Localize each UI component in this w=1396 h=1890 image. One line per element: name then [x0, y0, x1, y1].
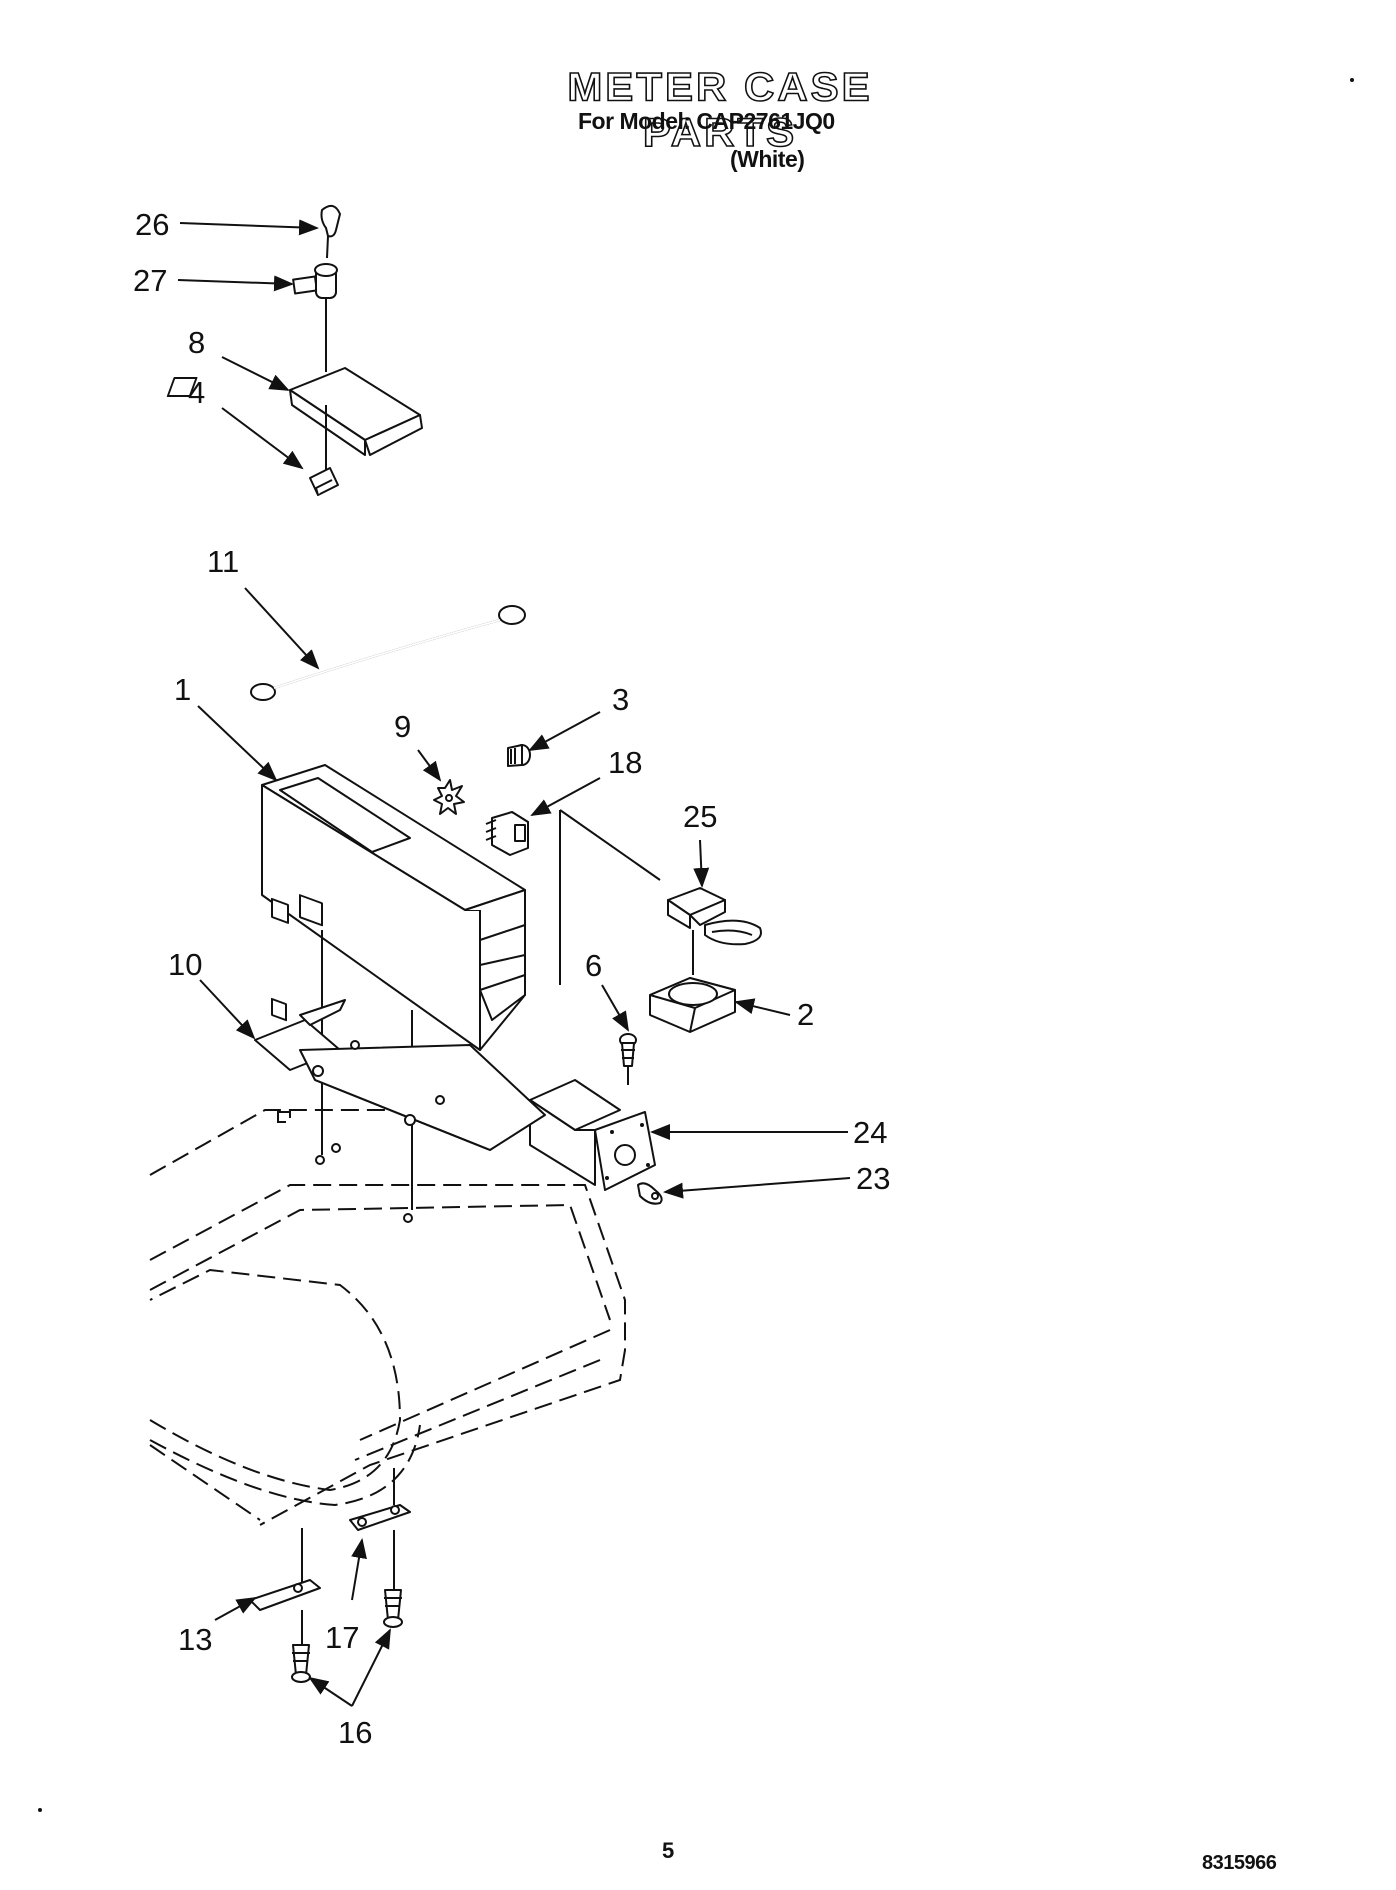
callout-11: 11 — [207, 544, 239, 579]
speck-mark — [1350, 78, 1354, 82]
callout-17: 17 — [325, 1620, 359, 1655]
part-26-lock-cam — [320, 204, 341, 259]
callout-16: 16 — [338, 1715, 372, 1750]
part-10-shield — [254, 999, 546, 1223]
callout-9: 9 — [394, 709, 411, 744]
document-number: 8315966 — [1202, 1852, 1277, 1874]
callout-27: 27 — [133, 263, 167, 298]
part-6-screw — [619, 1033, 637, 1085]
part-25-coin-slide — [667, 887, 762, 975]
callout-4: 4 — [188, 375, 205, 410]
callout-1: 1 — [174, 672, 191, 707]
callout-10: 10 — [168, 947, 202, 982]
part-13-plate — [249, 1528, 321, 1645]
color-variant: (White) — [730, 146, 805, 172]
callout-24: 24 — [853, 1115, 887, 1150]
callout-labels: 26 27 8 4 11 1 9 3 18 25 10 6 2 24 23 13… — [133, 207, 890, 1750]
part-24-coin-box — [529, 1079, 656, 1191]
part-2-coin-cup — [649, 977, 736, 1033]
washer-top-outline — [149, 1109, 626, 1526]
callout-18: 18 — [608, 745, 642, 780]
part-4-clip — [309, 467, 339, 496]
part-27-lock — [292, 263, 338, 372]
part-9-star-washer — [433, 779, 465, 815]
part-1-meter-case — [261, 764, 661, 1210]
part-23-key — [637, 1182, 663, 1205]
part-16-screws — [291, 1589, 403, 1683]
diagram-title: METER CASE PARTS — [567, 64, 873, 156]
callout-13: 13 — [178, 1622, 212, 1657]
callout-26: 26 — [135, 207, 169, 242]
part-11-ground-wire — [250, 605, 526, 701]
leader-arrows — [177, 219, 851, 1707]
callout-8: 8 — [188, 325, 205, 360]
callout-25: 25 — [683, 799, 717, 834]
callout-6: 6 — [585, 948, 602, 983]
model-subtitle: For Model: CAP2761JQ0 — [578, 108, 835, 134]
part-3-screw — [507, 744, 531, 767]
page-number: 5 — [662, 1838, 675, 1863]
part-18-switch — [485, 811, 529, 856]
part-8-bracket — [166, 367, 423, 470]
callout-2: 2 — [797, 997, 814, 1032]
callout-23: 23 — [856, 1161, 890, 1196]
part-17-plate — [349, 1468, 411, 1590]
callout-3: 3 — [612, 682, 629, 717]
speck-mark — [38, 1808, 42, 1812]
